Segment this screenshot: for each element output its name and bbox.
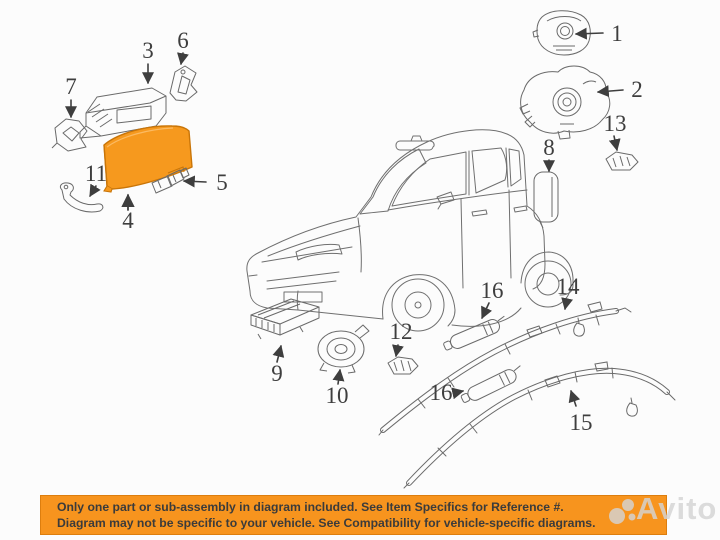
svg-text:2: 2 <box>631 77 643 102</box>
svg-text:16: 16 <box>481 278 504 303</box>
callout-7: 7 <box>65 74 77 119</box>
svg-text:6: 6 <box>177 28 189 53</box>
svg-text:3: 3 <box>142 38 154 63</box>
callout-16a: 16 <box>481 278 504 320</box>
callout-8: 8 <box>543 135 555 173</box>
callout-2: 2 <box>596 77 643 102</box>
svg-text:1: 1 <box>611 21 623 46</box>
svg-text:14: 14 <box>557 274 581 299</box>
svg-text:16: 16 <box>430 380 453 405</box>
callout-13: 13 <box>604 111 627 152</box>
callouts-layer: 1 2 3 4 5 6 7 <box>65 21 643 435</box>
callout-6: 6 <box>177 28 189 66</box>
callout-15: 15 <box>568 389 593 435</box>
part-6-drawing <box>169 65 198 102</box>
callout-16b: 16 <box>430 380 465 405</box>
part-2-drawing <box>519 65 611 140</box>
svg-text:7: 7 <box>65 74 77 99</box>
part-3-drawing <box>79 87 167 139</box>
part-7-drawing <box>51 118 88 152</box>
svg-text:11: 11 <box>85 161 107 186</box>
callout-3: 3 <box>142 38 154 85</box>
svg-text:15: 15 <box>570 410 593 435</box>
part-1-drawing <box>532 10 591 56</box>
part-12-drawing <box>387 356 419 375</box>
part-13-drawing <box>605 151 639 171</box>
part-4-drawing-highlighted <box>103 125 193 193</box>
callout-5: 5 <box>182 170 228 195</box>
part-14-drawing <box>378 301 632 436</box>
disclaimer-banner: Only one part or sub-assembly in diagram… <box>40 495 667 535</box>
callout-9: 9 <box>271 344 285 386</box>
svg-text:10: 10 <box>326 383 349 408</box>
banner-line-1: Only one part or sub-assembly in diagram… <box>57 500 564 514</box>
car-outline <box>246 129 574 332</box>
callout-12: 12 <box>390 319 413 358</box>
part-15-drawing <box>403 361 676 489</box>
part-10-drawing <box>317 324 370 374</box>
svg-text:8: 8 <box>543 135 555 160</box>
svg-text:5: 5 <box>216 170 228 195</box>
banner-line-2: Diagram may not be specific to your vehi… <box>57 516 596 530</box>
svg-text:12: 12 <box>390 319 413 344</box>
svg-text:13: 13 <box>604 111 627 136</box>
callout-4: 4 <box>121 193 135 233</box>
svg-text:9: 9 <box>271 361 283 386</box>
part-16a-drawing <box>443 315 505 351</box>
part-8-drawing <box>533 171 559 229</box>
svg-text:4: 4 <box>122 208 134 233</box>
callout-14: 14 <box>557 274 581 311</box>
part-16b-drawing <box>460 365 521 403</box>
callout-10: 10 <box>326 368 349 408</box>
callout-1: 1 <box>574 21 623 46</box>
part-11-drawing <box>59 182 104 213</box>
callout-11: 11 <box>85 161 107 198</box>
part-9-drawing <box>250 298 320 340</box>
